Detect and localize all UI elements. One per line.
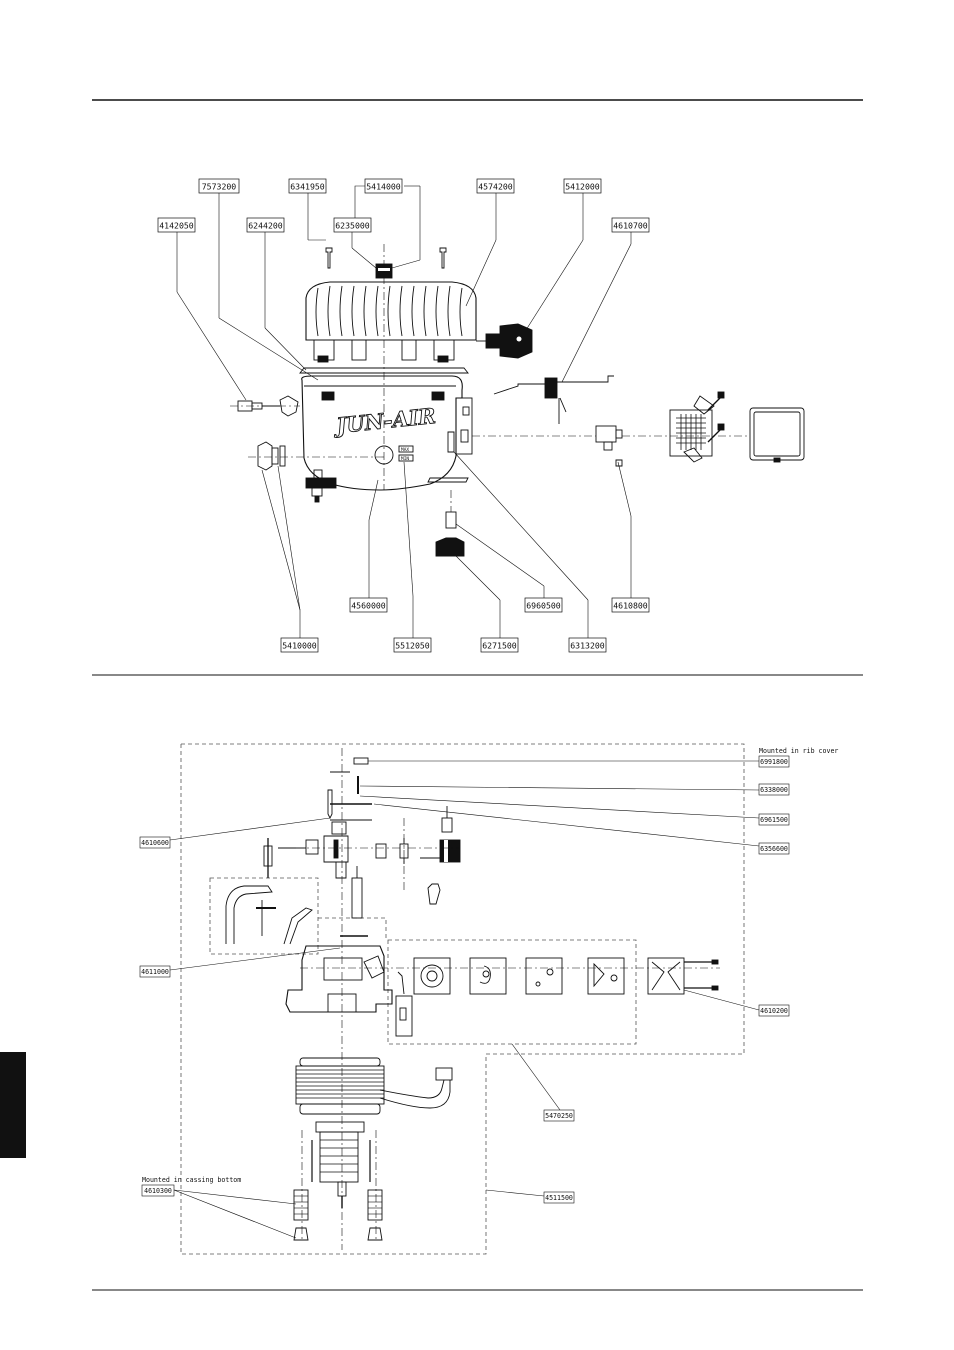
- part-number: 5512050: [395, 641, 430, 651]
- part-number: 6313200: [570, 641, 605, 651]
- part-label: 7573200: [199, 179, 239, 193]
- part-number: 4610600: [141, 839, 169, 847]
- part-label: 6313200: [569, 638, 606, 652]
- part-label: 5470250: [544, 1110, 574, 1121]
- section-tab: [0, 1052, 26, 1158]
- part-number: 4610200: [760, 1007, 788, 1015]
- part-label: 6244200: [247, 218, 284, 232]
- part-number: 5410000: [282, 641, 317, 651]
- note-casing-bottom: Mounted in cassing bottom: [142, 1176, 241, 1184]
- compressor-assembly-drawing: [238, 248, 804, 556]
- part-number: 7573200: [202, 182, 237, 192]
- dashed-enclosures: [181, 744, 744, 1254]
- part-label: 4511500: [544, 1192, 574, 1203]
- part-label: 6960500: [525, 598, 562, 612]
- part-label: 6961500: [759, 814, 789, 825]
- part-number: 4560000: [351, 601, 386, 611]
- part-number: 5414000: [366, 182, 401, 192]
- part-label: 4610300: [142, 1185, 174, 1196]
- note-rib-cover: Mounted in rib cover: [759, 747, 838, 755]
- part-number: 4610800: [613, 601, 648, 611]
- part-label: 4610700: [612, 218, 649, 232]
- part-label: 5412000: [564, 179, 601, 193]
- part-label: 4560000: [350, 598, 387, 612]
- part-number: 5470250: [545, 1112, 573, 1120]
- part-number: 6338000: [760, 786, 788, 794]
- part-number: 4574200: [478, 182, 513, 192]
- part-number: 6341950: [290, 182, 325, 192]
- part-number: 4511500: [545, 1194, 573, 1202]
- part-number: 6991800: [760, 758, 788, 766]
- part-label: 5410000: [281, 638, 318, 652]
- part-number: 6961500: [760, 816, 788, 824]
- part-number: 4142050: [159, 221, 194, 231]
- bottom-part-labels: 6991800 6338000 6961500 6356600 4610600 …: [140, 756, 789, 1203]
- part-number: 4610300: [144, 1187, 172, 1195]
- motor-assembly-drawing: [226, 758, 718, 1240]
- part-label: 6338000: [759, 784, 789, 795]
- part-number: 6960500: [526, 601, 561, 611]
- part-label: 4574200: [477, 179, 514, 193]
- part-label: 4142050: [158, 218, 195, 232]
- part-label: 5414000: [365, 179, 402, 193]
- sight-glass-min: MIN: [401, 456, 409, 462]
- part-label: 6991800: [759, 756, 789, 767]
- part-label: 5512050: [394, 638, 431, 652]
- part-label: 6235000: [334, 218, 371, 232]
- brand-logo: JUN-AIR: [331, 403, 437, 439]
- part-label: 4611000: [140, 966, 170, 977]
- part-label: 4610600: [140, 837, 170, 848]
- part-label: 4610800: [612, 598, 649, 612]
- part-label: 6341950: [289, 179, 326, 193]
- part-number: 6271500: [482, 641, 517, 651]
- part-number: 4610700: [613, 221, 648, 231]
- part-number: 5412000: [565, 182, 600, 192]
- part-number: 6235000: [335, 221, 370, 231]
- part-number: 6244200: [248, 221, 283, 231]
- part-label: 6356600: [759, 843, 789, 854]
- sight-glass-max: MAX: [401, 447, 409, 453]
- part-label: 6271500: [481, 638, 518, 652]
- part-number: 4611000: [141, 968, 169, 976]
- part-number: 6356600: [760, 845, 788, 853]
- part-label: 4610200: [759, 1005, 789, 1016]
